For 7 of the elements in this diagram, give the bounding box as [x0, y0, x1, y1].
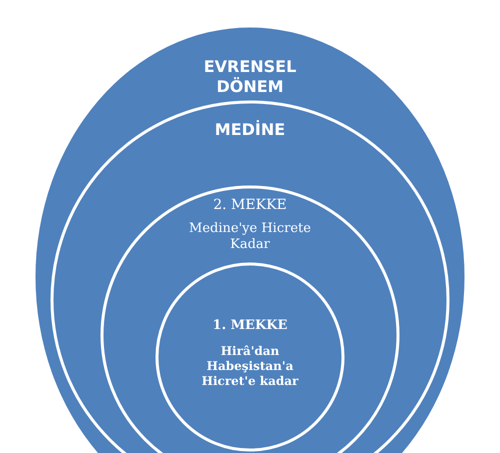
- circle-shape: [155, 262, 345, 452]
- circle-description: Hirâ'dan Habeşistan'a Hicret'e kadar: [200, 344, 300, 389]
- circle-heading: EVRENSEL DÖNEM: [202, 57, 298, 97]
- circle-heading: MEDİNE: [214, 120, 286, 140]
- circle-description: Medine'ye Hicrete Kadar: [188, 221, 312, 254]
- circle-heading: 2. MEKKE: [212, 197, 288, 214]
- circle-heading: 1. MEKKE: [212, 318, 288, 334]
